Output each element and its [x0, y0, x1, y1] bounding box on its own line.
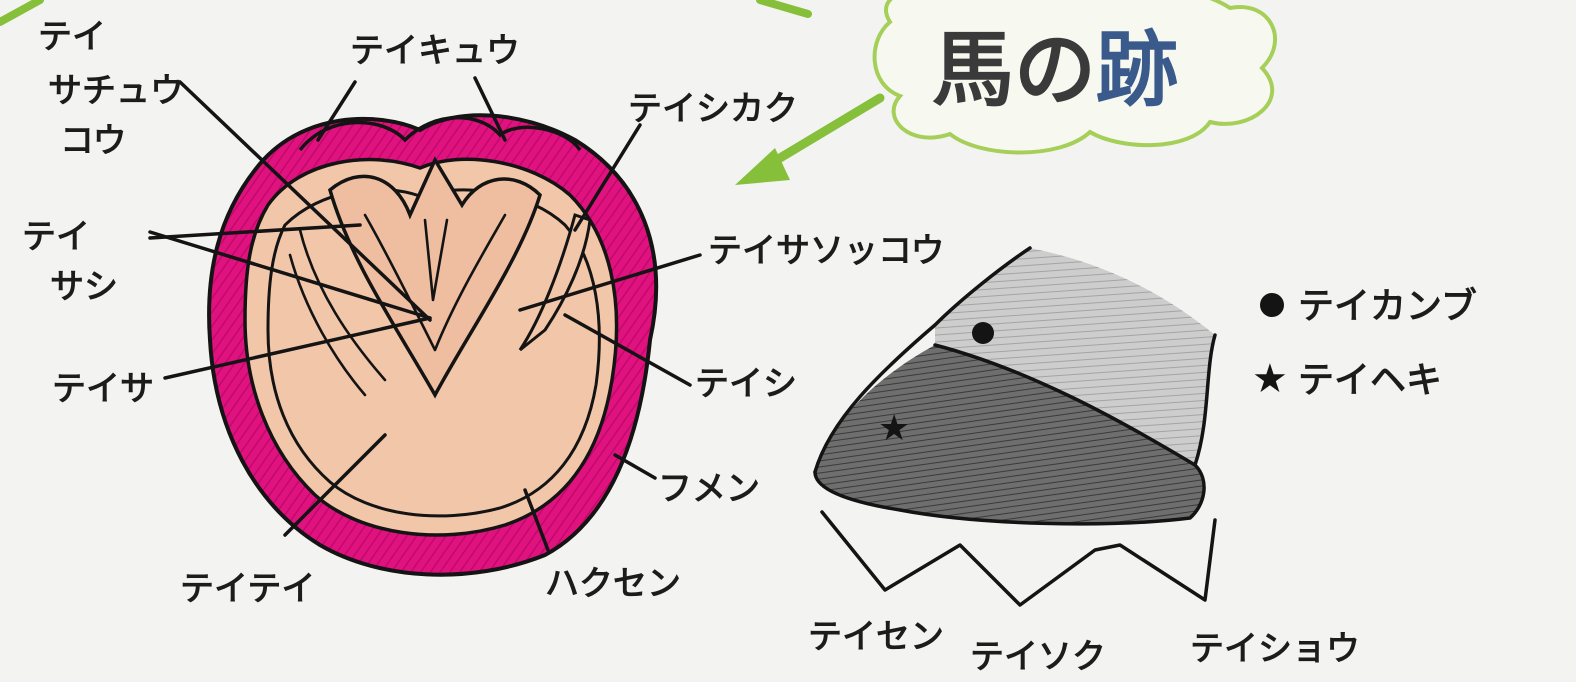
label-teitei: テイテイ — [180, 569, 315, 609]
label-teikyuu: テイキュウ — [350, 31, 520, 71]
legend-star-icon: ★ — [1252, 356, 1288, 402]
label-teisashi-line1: テイ — [22, 217, 90, 257]
label-teisa-chuukou-line3: コウ — [60, 121, 127, 161]
legend-dot-icon — [1260, 293, 1284, 317]
hoof-labels: テイ サチュウ コウ テイキュウ テイシカク テイ サシ テイサソッコウ テイサ… — [22, 17, 945, 609]
bar-left-2 — [288, 253, 367, 397]
side-labels: テイセン テイソク テイショウ — [808, 617, 1360, 677]
label-teisa: テイサ — [52, 369, 154, 409]
bar-left — [298, 228, 387, 382]
label-teisa-sokkou: テイサソッコウ — [708, 231, 945, 271]
leader-teisa-chuukou — [178, 80, 432, 322]
label-teisa-chuukou-line2: サチュウ — [48, 71, 184, 111]
leader-teisa-sokkou — [518, 253, 702, 312]
hoof-leader-lines — [148, 76, 702, 552]
hoof-side-view: ★ — [813, 246, 1217, 607]
label-teishi: テイシ — [695, 364, 797, 404]
leader-teitei — [283, 433, 387, 537]
heel-bulbs — [298, 115, 582, 152]
label-teishou: テイショウ — [1190, 629, 1360, 669]
title-text: 馬の跡 — [932, 22, 1178, 118]
label-fumen: フメン — [658, 469, 760, 509]
green-arrow-fragment-left — [0, 0, 44, 26]
leader-teikyuu — [316, 80, 357, 142]
frog-central-groove — [423, 218, 449, 302]
leader-teisashi — [148, 230, 432, 320]
leader-teishi — [563, 313, 692, 387]
leader-teikyuu-2 — [473, 76, 507, 142]
frog-inner-v — [363, 213, 507, 352]
label-teisa-chuukou-line1: テイ — [38, 17, 106, 57]
side-heel-outline — [1193, 333, 1217, 467]
label-teishikaku: テイシカク — [628, 89, 798, 129]
bar-right — [518, 213, 592, 352]
leader-hakusen — [523, 488, 550, 552]
green-arrow — [735, 93, 885, 185]
label-teisen: テイセン — [808, 617, 944, 657]
side-divider-outline — [933, 343, 1197, 467]
hoof-sole-view — [207, 113, 659, 577]
side-wall — [815, 345, 1205, 524]
leader-teisashi-2 — [148, 223, 362, 240]
leader-teishikaku — [573, 123, 642, 232]
marker-dot-side — [972, 322, 994, 344]
side-bottom-outline — [813, 463, 1206, 526]
title-accent: 跡 — [1096, 22, 1178, 118]
legend: テイカンブ ★ テイヘキ — [1252, 285, 1477, 402]
cloud-shape — [872, 0, 1278, 155]
hoof-frog — [328, 156, 542, 399]
side-coronet — [935, 248, 1215, 465]
label-hakusen: ハクセン — [545, 564, 681, 604]
side-front-outline — [813, 246, 1032, 474]
title-main: 馬の — [932, 22, 1096, 118]
leader-fumen — [613, 453, 657, 480]
green-arrow-fragment-top — [756, 0, 812, 18]
legend-star-label: テイヘキ — [1298, 360, 1442, 401]
marker-star-side: ★ — [878, 408, 910, 449]
label-teisashi-line2: サシ — [50, 267, 118, 307]
leader-teisa — [163, 316, 432, 380]
label-teisoku: テイソク — [970, 637, 1106, 677]
legend-dot-label: テイカンブ — [1298, 285, 1477, 327]
title-cloud: 馬の跡 — [872, 0, 1278, 155]
side-zigzag — [820, 510, 1217, 607]
